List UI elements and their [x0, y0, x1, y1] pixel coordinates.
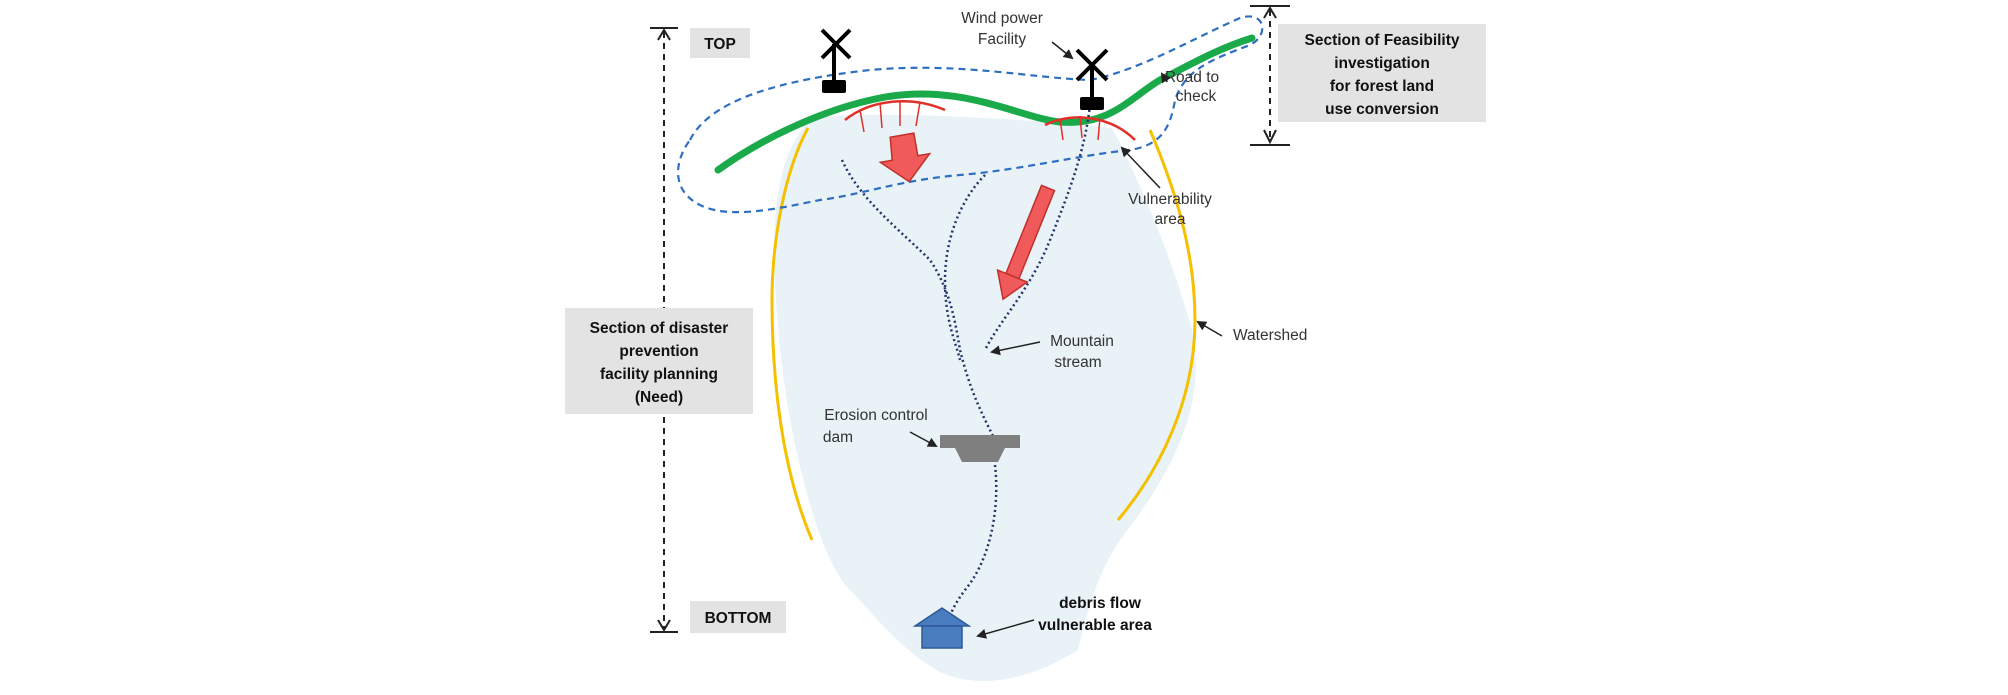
vulnerability-hatch-right — [1059, 115, 1101, 141]
svg-text:stream: stream — [1054, 354, 1101, 371]
mountain-stream — [840, 104, 1092, 641]
watershed-line-right — [1116, 129, 1197, 521]
vulnerability-area-pointer — [1120, 146, 1161, 189]
wind-power-label: Wind power Facility — [961, 10, 1043, 48]
watershed-label: Watershed — [1233, 327, 1307, 344]
svg-text:investigation: investigation — [1334, 55, 1430, 72]
svg-text:facility planning: facility planning — [600, 366, 718, 383]
flow-arrow-left — [878, 132, 932, 183]
svg-text:(Need): (Need) — [635, 389, 683, 406]
feasibility-section-dimension — [1250, 5, 1290, 146]
wind-power-pointer — [1051, 41, 1074, 60]
erosion-control-dam-pointer — [909, 431, 938, 447]
svg-text:debris flow: debris flow — [1059, 595, 1142, 612]
svg-text:Road to: Road to — [1165, 69, 1219, 86]
debris-flow-label: debris flow vulnerable area — [1038, 595, 1152, 634]
watershed-line-left — [770, 127, 814, 541]
watershed-pointer — [1196, 320, 1223, 337]
svg-text:prevention: prevention — [619, 343, 698, 360]
svg-text:Facility: Facility — [978, 31, 1026, 48]
disaster-section-box — [565, 308, 753, 414]
erosion-control-dam-label: Erosion control dam — [823, 407, 928, 446]
house-icon — [912, 607, 972, 649]
road-to-check-label: Road to check — [1165, 69, 1219, 105]
feasibility-boundary — [677, 15, 1264, 214]
svg-text:Vulnerability: Vulnerability — [1128, 191, 1212, 208]
watershed-area — [774, 114, 1196, 681]
svg-text:Mountain: Mountain — [1050, 333, 1114, 350]
svg-text:dam: dam — [823, 429, 853, 446]
svg-text:Section of Feasibility: Section of Feasibility — [1304, 32, 1459, 49]
wind-turbine-icon — [820, 28, 852, 93]
debris-flow-pointer — [976, 619, 1035, 639]
svg-text:Erosion control: Erosion control — [824, 407, 927, 424]
svg-text:for forest land: for forest land — [1330, 78, 1434, 95]
svg-text:Wind power: Wind power — [961, 10, 1043, 27]
svg-text:vulnerable area: vulnerable area — [1038, 617, 1152, 634]
ridge-road — [714, 34, 1256, 174]
vulnerability-arc-left — [844, 100, 946, 121]
bottom-label-box — [690, 601, 786, 633]
mountain-stream-label: Mountain stream — [1050, 333, 1114, 371]
top-label-box — [690, 28, 750, 58]
mountain-stream-pointer — [990, 341, 1041, 356]
wind-turbine-icon — [1075, 48, 1109, 110]
svg-text:use conversion: use conversion — [1325, 101, 1439, 118]
svg-text:Section of disaster: Section of disaster — [590, 320, 729, 337]
top-label: TOP — [704, 36, 736, 53]
svg-text:check: check — [1176, 88, 1217, 105]
feasibility-section-label: Section of Feasibility investigation for… — [1304, 32, 1459, 118]
vulnerability-arc-right — [1044, 116, 1136, 141]
road-to-check-pointer — [1160, 72, 1171, 84]
vulnerability-hatch-left — [859, 101, 921, 133]
flow-arrow-right — [996, 184, 1056, 301]
feasibility-section-box — [1278, 24, 1486, 122]
disaster-section-label: Section of disaster prevention facility … — [590, 320, 729, 406]
erosion-control-dam-icon — [940, 435, 1020, 462]
vulnerability-area-label: Vulnerability area — [1128, 191, 1212, 228]
bottom-label: BOTTOM — [705, 610, 772, 627]
svg-text:area: area — [1154, 211, 1185, 228]
